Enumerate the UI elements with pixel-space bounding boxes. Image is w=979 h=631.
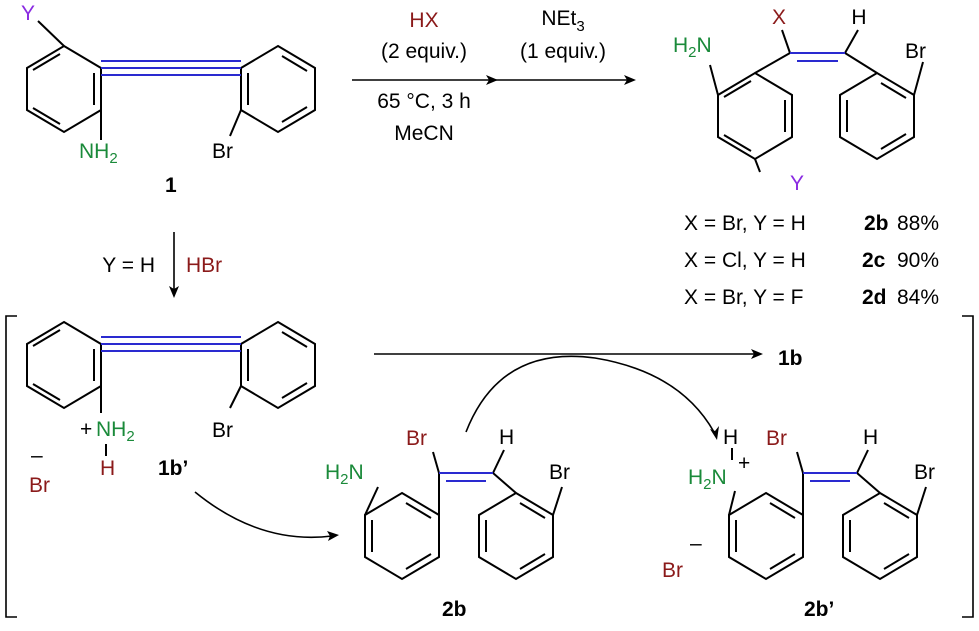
solvent: MeCN (394, 122, 454, 145)
compound-1-alkyne (101, 60, 241, 76)
temperature-time: 65 °C, 3 h (377, 90, 471, 113)
product-2-x-label: X (772, 6, 786, 29)
compound-1-structure (26, 20, 316, 140)
yield-row-3-yield: 84% (897, 286, 939, 309)
product-2-bromoaryl-ring (839, 71, 915, 161)
yield-row-2-condition: X = Cl, Y = H (684, 249, 806, 272)
reagent-hx-equiv: (2 equiv.) (381, 40, 467, 63)
branch-arrow (169, 232, 179, 298)
2b-prime-bromoaryl-ring (842, 491, 918, 581)
2b-prime-aryl-br-label: Br (914, 461, 935, 484)
mechanism-brackets (5, 315, 974, 618)
base-equiv: (1 equiv.) (520, 40, 606, 63)
branch-reagent: HBr (186, 254, 222, 277)
2b-alkene (439, 472, 493, 482)
1b-prime-h-label: H (100, 457, 115, 480)
compound-1-aniline-ring (26, 44, 102, 134)
product-2b-prime-number: 2b’ (804, 598, 834, 621)
yield-row-2-compound: 2c (862, 249, 886, 272)
1b-prime-alkyne (101, 336, 241, 352)
2b-amine-label: H2N (325, 461, 364, 488)
yield-row-3-compound: 2d (862, 286, 887, 309)
product-2-y-label: Y (790, 172, 804, 195)
2b-prime-plus-charge: + (738, 452, 750, 475)
2b-aniline-ring (364, 491, 440, 581)
2b-prime-anilinium-ring (728, 491, 804, 581)
reagent-hx: HX (409, 9, 438, 32)
yield-row-3-condition: X = Br, Y = F (684, 286, 803, 309)
left-bracket (5, 315, 17, 618)
2b-prime-counterion-br: Br (662, 559, 683, 582)
intermediate-1b-prime-number: 1b’ (158, 457, 188, 480)
1b-prime-plus-charge: + (80, 418, 92, 441)
branch-condition: Y = H (102, 254, 155, 277)
compound-1-bromoaryl-ring (240, 44, 316, 134)
2b-prime-br-label: Br (766, 427, 787, 450)
product-2-n-bond (709, 64, 719, 96)
product-2-alkene (790, 52, 845, 62)
compound-1-amine-label: NH2 (79, 140, 118, 167)
product-2-h-label: H (851, 6, 866, 29)
product-2-structure (709, 29, 924, 173)
product-2-aniline-ring (717, 71, 793, 161)
arrow-2b-to-2b-prime (465, 355, 719, 440)
1b-prime-bromoaryl-ring (240, 320, 316, 410)
compound-1-br-label: Br (212, 140, 233, 163)
1b-prime-anilinium-ring (26, 320, 102, 410)
2b-bromoaryl-ring (478, 491, 554, 581)
2b-prime-amine-label: H2N (688, 466, 727, 493)
base-reagent: NEt3 (541, 7, 584, 35)
product-2-br-label: Br (905, 40, 926, 63)
compound-1-br-bond (229, 109, 242, 137)
yield-row-1-condition: X = Br, Y = H (684, 212, 806, 235)
compound-1-y-bond (37, 20, 65, 47)
2b-prime-ammonium-h-label: H (723, 426, 738, 449)
product-2-y-bond (754, 158, 761, 173)
1b-prime-counterion-minus: – (31, 444, 43, 467)
compound-1-number: 1 (165, 174, 177, 197)
arrow-to-1b (374, 349, 763, 359)
1b-prime-counterion-br: Br (29, 474, 50, 497)
2b-prime-alkene (803, 472, 857, 482)
yields-table: X = Br, Y = H 2b 88% X = Cl, Y = H 2c 90… (684, 212, 939, 309)
2b-aryl-br-label: Br (549, 461, 570, 484)
compound-1-y-label: Y (21, 2, 35, 25)
yield-row-2-yield: 90% (897, 249, 939, 272)
yield-row-1-compound: 2b (864, 212, 889, 235)
2b-prime-counterion-minus: – (690, 532, 702, 555)
1b-prime-br-label: Br (212, 419, 233, 442)
yield-row-1-yield: 88% (897, 212, 939, 235)
forward-reaction-arrow (352, 75, 636, 85)
right-bracket (962, 315, 974, 618)
intermediate-2b-structure (364, 449, 563, 581)
intermediate-2b-number: 2b (442, 598, 467, 621)
2b-br-label: Br (406, 427, 427, 450)
product-2b-prime-structure (728, 448, 927, 581)
2b-h-label: H (499, 426, 514, 449)
intermediate-1b-prime-structure (26, 320, 316, 456)
product-2-amine-label: H2N (673, 34, 712, 61)
2b-prime-h-label: H (863, 426, 878, 449)
arrow-1b-prime-to-2b (194, 491, 339, 541)
1b-prime-amine-label: NH2 (96, 418, 135, 445)
compound-1b-number: 1b (778, 347, 803, 370)
